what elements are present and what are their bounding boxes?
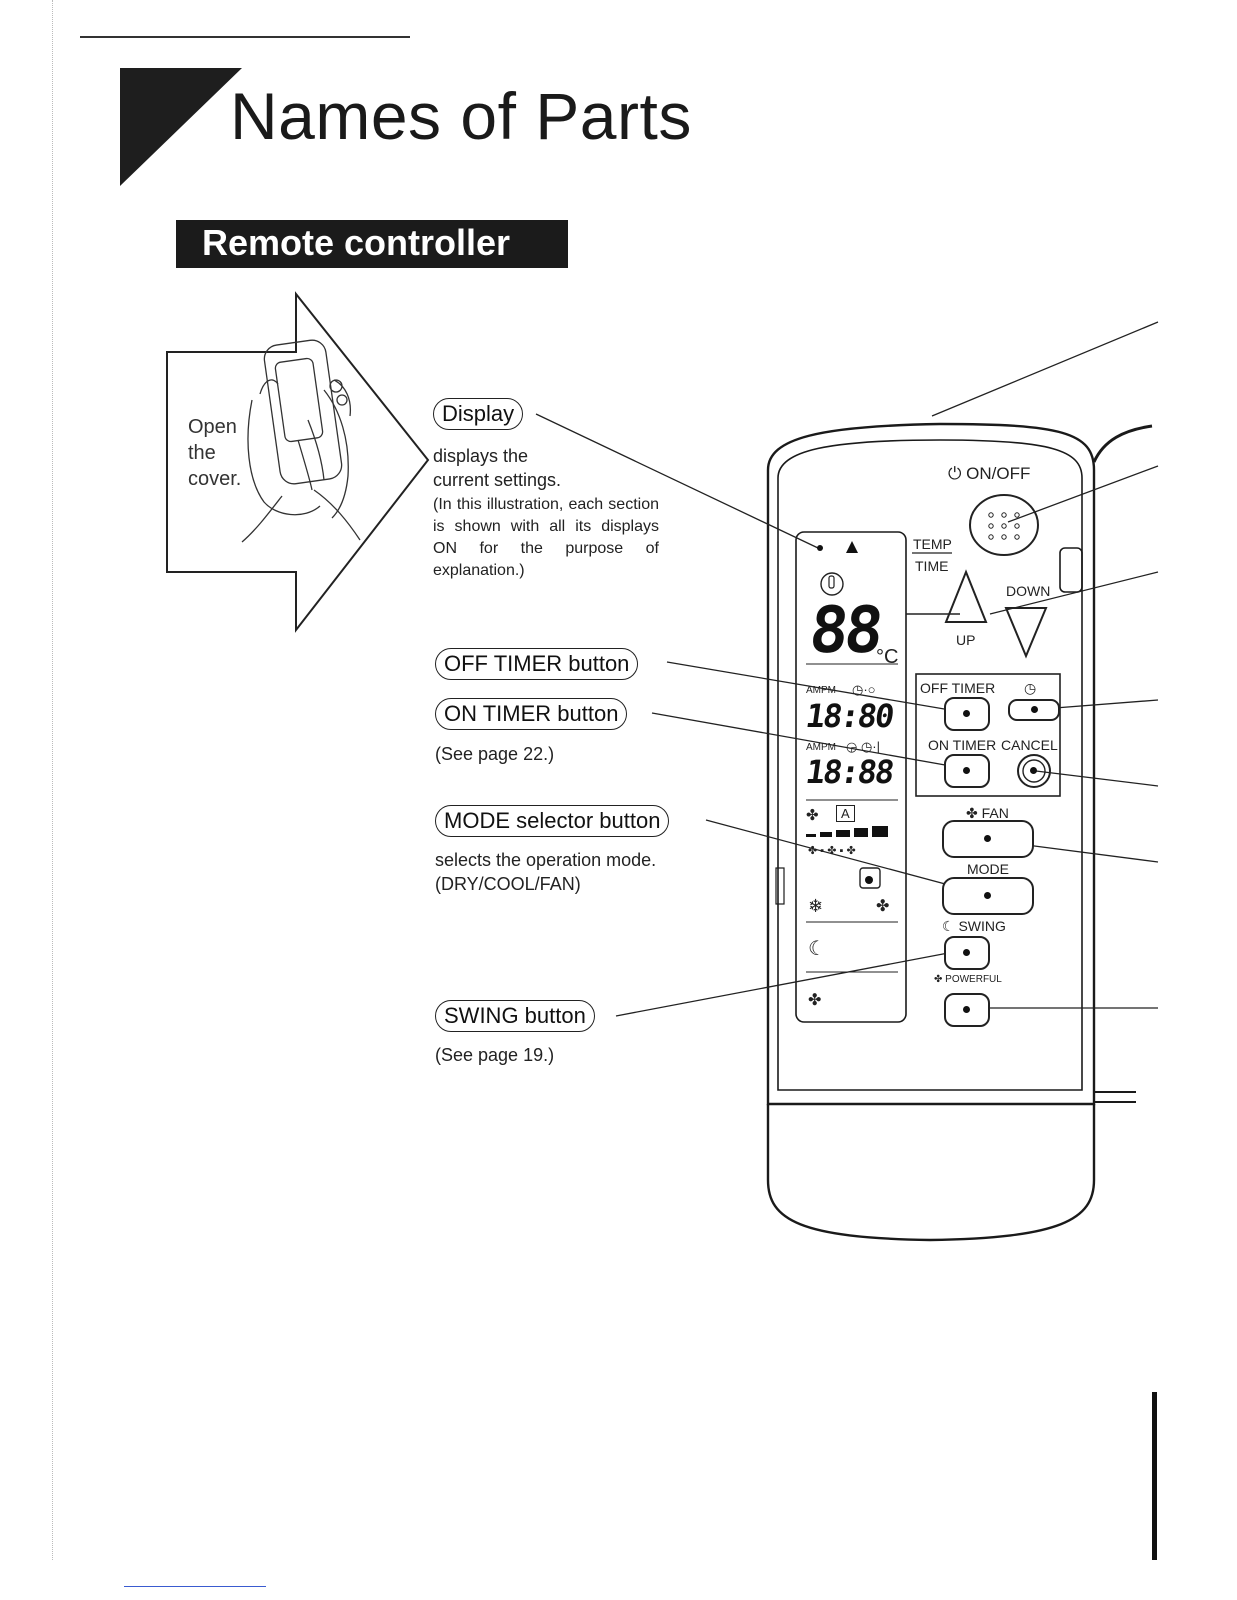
title-wedge-icon — [120, 68, 242, 186]
on-off-text: ON/OFF — [966, 464, 1031, 483]
down-label: DOWN — [1006, 583, 1051, 599]
display-desc-line: displays the — [433, 446, 529, 466]
powerful-icon: ✤ — [934, 974, 946, 985]
powerful-button[interactable] — [944, 993, 990, 1027]
ampm-indicator: AMPM — [806, 685, 836, 696]
page-title: Names of Parts — [230, 79, 692, 153]
thermometer-icon — [820, 572, 844, 596]
on-off-label: ⏻ ON/OFF — [948, 464, 1030, 484]
on-timer-description: (See page 22.) — [435, 744, 555, 764]
fan-text: FAN — [981, 805, 1009, 821]
mode-desc-line: selects the operation mode. — [435, 850, 657, 870]
fan-mode-icon: ✤ — [876, 898, 890, 915]
swing-description: (See page 19.) — [435, 1045, 555, 1065]
off-timer-clock-icon: ◷·○ — [852, 682, 876, 697]
mode-callout: MODE selector button — [435, 805, 670, 837]
cancel-button[interactable] — [1018, 755, 1050, 787]
on-timer-label: ON TIMER — [928, 737, 997, 753]
display-callout: Display — [433, 398, 524, 430]
timer-adjust-button[interactable] — [1008, 699, 1060, 721]
powerful-text: POWERFUL — [945, 974, 1002, 985]
swing-callout: SWING button — [435, 1000, 595, 1032]
off-timer-time-digits: 18:80 — [803, 697, 895, 735]
temp-label: TEMP — [913, 536, 952, 552]
on-off-button[interactable] — [946, 504, 1062, 564]
button-dot — [1030, 767, 1037, 774]
page-edge-mark — [1152, 1392, 1157, 1560]
ampm-indicator: AMPM — [806, 742, 836, 753]
display-note: (In this illustration, each section is s… — [433, 496, 659, 579]
swing-display-icon: ☾ — [808, 938, 826, 960]
footer-rule — [124, 1586, 266, 1587]
on-timer-button[interactable] — [944, 754, 990, 788]
up-button[interactable] — [944, 572, 988, 624]
display-description: displays the current settings. — [433, 444, 561, 492]
hands-icon — [241, 339, 361, 543]
on-timer-callout: ON TIMER button — [435, 698, 628, 730]
clock-icon: ◷ — [1024, 680, 1037, 696]
mode-label: MODE — [967, 861, 1009, 877]
fan-button[interactable] — [942, 820, 1034, 858]
off-timer-button[interactable] — [944, 697, 990, 731]
open-cover-line: the — [188, 442, 216, 464]
button-dot — [1031, 706, 1038, 713]
swing-icon: ☾ — [942, 918, 959, 934]
open-cover-line: Open — [188, 416, 237, 438]
cool-snowflake-icon: ❄ — [808, 896, 824, 916]
button-dot — [963, 1006, 970, 1013]
fan-label: ✤ FAN — [966, 805, 1009, 822]
button-dot — [963, 949, 970, 956]
auto-fan-indicator: A — [836, 805, 855, 822]
off-timer-callout: OFF TIMER button — [435, 648, 639, 680]
button-dot — [984, 892, 991, 899]
open-cover-arrow-icon — [166, 291, 430, 633]
off-timer-label: OFF TIMER — [920, 680, 996, 696]
button-dot — [963, 767, 970, 774]
powerful-display-icon: ✤ — [808, 992, 822, 1009]
powerful-label: ✤ POWERFUL — [934, 974, 1002, 985]
swing-button[interactable] — [944, 936, 990, 970]
power-icon: ⏻ — [948, 464, 967, 483]
up-label: UP — [956, 632, 976, 648]
cancel-label: CANCEL — [1001, 737, 1058, 753]
header-rule — [80, 36, 410, 38]
fan-level-icons: ✤ ▪ ✤ ▪ ✤ — [808, 845, 856, 857]
open-cover-text: Open the cover. — [188, 414, 241, 492]
celsius-unit: °C — [876, 646, 899, 668]
on-timer-time-digits: 18:88 — [803, 753, 895, 791]
display-desc-line: current settings. — [433, 470, 562, 490]
fan-speed-icon: ✤ — [806, 807, 819, 824]
button-dot — [984, 835, 991, 842]
mode-desc-line: (DRY/COOL/FAN) — [435, 874, 581, 894]
temperature-digits: 88 — [806, 594, 883, 668]
mode-button[interactable] — [942, 877, 1034, 915]
fan-icon: ✤ — [966, 805, 982, 821]
section-heading: Remote controller — [176, 220, 568, 268]
button-dot — [963, 710, 970, 717]
open-cover-line: cover. — [188, 468, 242, 490]
on-timer-clock-icon: ◶ ◷·| — [846, 739, 881, 754]
mode-description: selects the operation mode. (DRY/COOL/FA… — [435, 848, 656, 896]
time-label: TIME — [915, 558, 949, 574]
down-button[interactable] — [1004, 606, 1048, 658]
swing-label: ☾ SWING — [942, 918, 1006, 935]
page-margin-line — [52, 0, 53, 1560]
swing-text: SWING — [958, 918, 1006, 934]
section-heading-text: Remote controller — [202, 222, 511, 263]
